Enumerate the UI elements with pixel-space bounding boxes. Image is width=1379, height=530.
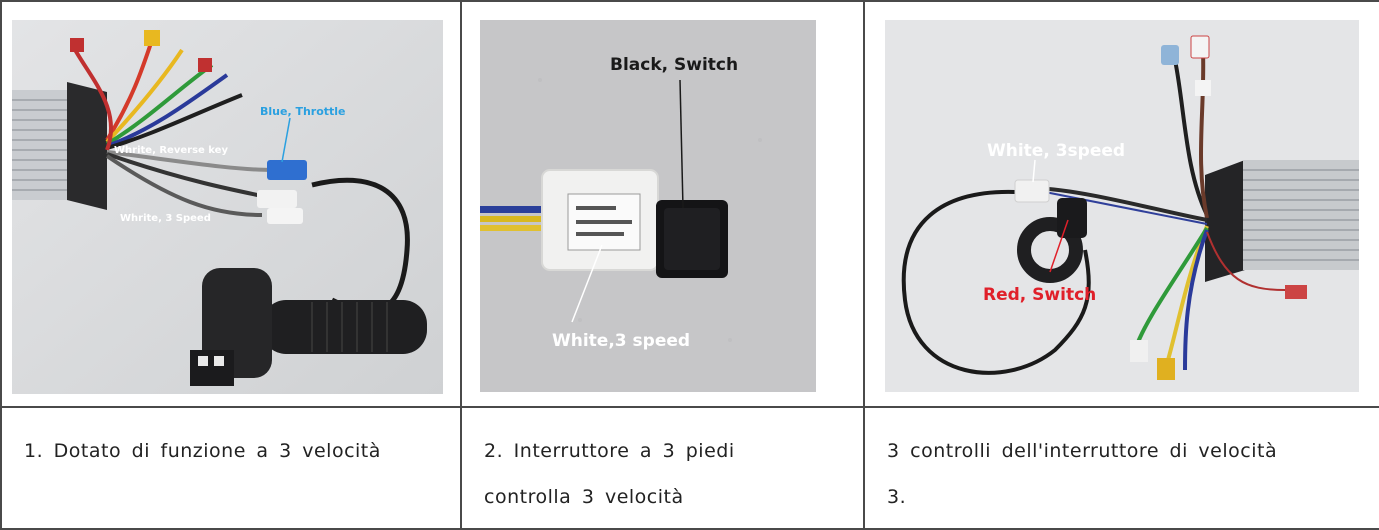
caption-3-line-2: 3. xyxy=(887,486,907,508)
caption-2: 2. Interruttore a 3 piedi controlla 3 ve… xyxy=(462,440,863,508)
label-blue-throttle: Blue, Throttle xyxy=(260,105,346,118)
white-bottom-connector xyxy=(1130,340,1148,362)
photo-cell-3: White, 3speed Red, Switch xyxy=(863,0,1379,408)
controller-body xyxy=(1205,160,1359,282)
red-white-connector xyxy=(1190,35,1210,59)
white-connector xyxy=(1195,80,1211,96)
label-white-3-speed: White,3 speed xyxy=(552,331,690,351)
label-white-3speed: Whrite, 3 Speed xyxy=(120,213,211,224)
yellow-connector xyxy=(144,30,160,46)
blue-connector xyxy=(1161,45,1179,65)
caption-cell-3: 3 controlli dell'interruttore di velocit… xyxy=(863,406,1379,530)
caption-1-text: 1. Dotato di funzione a 3 velocità xyxy=(24,440,381,462)
red-connector-2 xyxy=(198,58,212,72)
white-speed-connector xyxy=(267,208,303,224)
caption-cell-1: 1. Dotato di funzione a 3 velocità xyxy=(0,406,462,530)
controller-body xyxy=(12,82,107,210)
switch-wires xyxy=(480,206,546,231)
photo-cell-1: Blue, Throttle Whrite, Reverse key Whrit… xyxy=(0,0,462,408)
white-3speed-connector xyxy=(1014,179,1050,203)
label-white-reverse: Whrite, Reverse key xyxy=(114,145,228,156)
yellow-bottom-connector xyxy=(1157,358,1175,380)
rocker-switch-photo: Black, Switch White,3 speed xyxy=(480,20,816,392)
caption-3: 3 controlli dell'interruttore di velocit… xyxy=(865,440,1379,508)
caption-2-line-2: controlla 3 velocità xyxy=(484,486,684,508)
photo-row: Blue, Throttle Whrite, Reverse key Whrit… xyxy=(0,0,1379,408)
caption-2-line-1: 2. Interruttore a 3 piedi xyxy=(484,440,735,462)
photo-cell-2: Black, Switch White,3 speed xyxy=(460,0,865,408)
label-red-switch: Red, Switch xyxy=(983,285,1096,305)
blue-throttle-connector xyxy=(267,160,307,180)
controller-throttle-photo: Blue, Throttle Whrite, Reverse key Whrit… xyxy=(12,20,443,394)
label-white-3speed: White, 3speed xyxy=(987,141,1125,161)
throttle-grip xyxy=(190,268,427,386)
white-reverse-connector xyxy=(257,190,297,208)
label-black-switch: Black, Switch xyxy=(610,55,738,75)
red-connector xyxy=(70,38,84,52)
caption-cell-2: 2. Interruttore a 3 piedi controlla 3 ve… xyxy=(460,406,865,530)
caption-1: 1. Dotato di funzione a 3 velocità xyxy=(2,440,460,462)
caption-row: 1. Dotato di funzione a 3 velocità 2. In… xyxy=(0,406,1379,530)
controller-switch-photo: White, 3speed Red, Switch xyxy=(885,20,1359,392)
caption-3-line-1: 3 controlli dell'interruttore di velocit… xyxy=(887,440,1278,462)
red-tab-connector xyxy=(1285,285,1307,299)
